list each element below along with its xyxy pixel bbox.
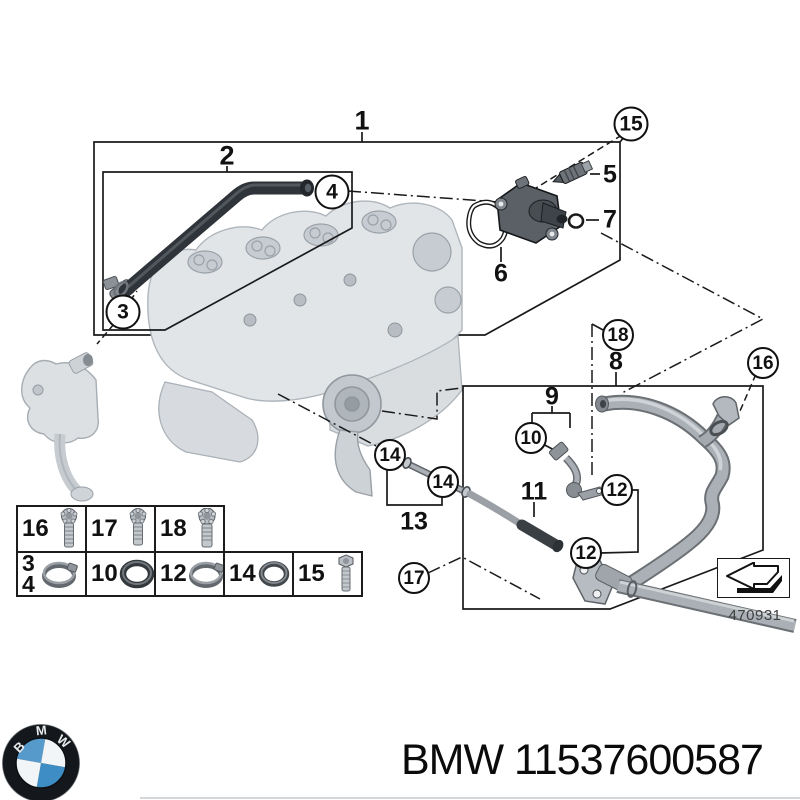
callout-8: 8 [609, 347, 623, 376]
coolant-pipe-part13 [402, 457, 564, 553]
water-pump-drawing [21, 352, 99, 502]
hose-part11 [466, 490, 526, 529]
legend-cell-10: 10 [85, 551, 156, 597]
callout-1: 1 [354, 105, 370, 136]
legend-label: 16 [22, 514, 49, 542]
clamp-icon [187, 556, 227, 592]
callout-circle-3: 3 [105, 294, 141, 330]
o-ring-7 [567, 213, 585, 229]
direction-arrow-box [717, 558, 790, 598]
bolt-icon [58, 508, 80, 550]
callout-circle-12b: 12 [570, 537, 602, 569]
legend-cell-16: 16 [16, 505, 87, 553]
legend-label: 12 [160, 559, 187, 587]
callout-11: 11 [520, 477, 548, 506]
bolt-icon [127, 508, 149, 550]
legend-row-1: 16 17 [16, 505, 363, 553]
assembly-box-8 [462, 385, 764, 610]
dashdot-leaders [277, 190, 765, 600]
part-number-title: BMW 11537600587 [401, 736, 764, 785]
hardware-legend-table: 16 17 [16, 505, 363, 597]
legend-label: 17 [91, 514, 118, 542]
legend-label: 14 [229, 559, 256, 587]
callout-circle-12a: 12 [601, 474, 633, 506]
coolant-hose-part8 [572, 394, 797, 633]
callout-circle-18: 18 [602, 319, 634, 351]
o-ring-icon [118, 557, 156, 591]
bmw-logo: B M W [0, 722, 82, 800]
callout-circle-14a: 14 [374, 439, 406, 471]
legend-cell-18: 18 [154, 505, 225, 553]
engine-drawing [147, 200, 463, 497]
callout-6: 6 [494, 259, 508, 288]
assembly-box-2 [102, 171, 353, 331]
assembly-box-1 [93, 141, 621, 336]
callout-13: 13 [400, 507, 428, 536]
legend-label: 10 [91, 559, 118, 587]
bolt-icon [336, 554, 356, 594]
legend-cell-17: 17 [85, 505, 156, 553]
hose-bracket-16 [712, 396, 740, 426]
clamp-icon [40, 556, 80, 592]
brand-name: BMW [401, 736, 504, 784]
legend-label: 18 [160, 514, 187, 542]
temp-sensor-5 [552, 160, 594, 184]
callout-7: 7 [603, 205, 617, 234]
callout-circle-4: 4 [314, 174, 350, 210]
legend-cell-15: 15 [292, 551, 363, 597]
callout-5: 5 [603, 160, 617, 189]
callout-circle-16: 16 [747, 347, 779, 379]
drawing-number: 470931 [728, 607, 782, 624]
bolt-icon [196, 508, 218, 550]
page-bottom-rule [140, 797, 800, 799]
legend-label: 15 [298, 559, 325, 587]
logo-letter-m: M [35, 722, 47, 738]
callout-2: 2 [219, 140, 235, 171]
callout-circle-15: 15 [613, 106, 649, 142]
legend-cell-12: 12 [154, 551, 225, 597]
part-number: 11537600587 [514, 736, 764, 784]
return-line-part9 [548, 441, 606, 501]
legend-cell-14: 14 [223, 551, 294, 597]
callout-9: 9 [545, 382, 559, 411]
coolant-flange-part15 [466, 160, 594, 249]
arrow-icon [723, 562, 785, 594]
callout-circle-10: 10 [515, 422, 547, 454]
callout-circle-14b: 14 [427, 466, 459, 498]
callout-circle-17: 17 [398, 562, 430, 594]
o-ring-icon [256, 558, 292, 590]
